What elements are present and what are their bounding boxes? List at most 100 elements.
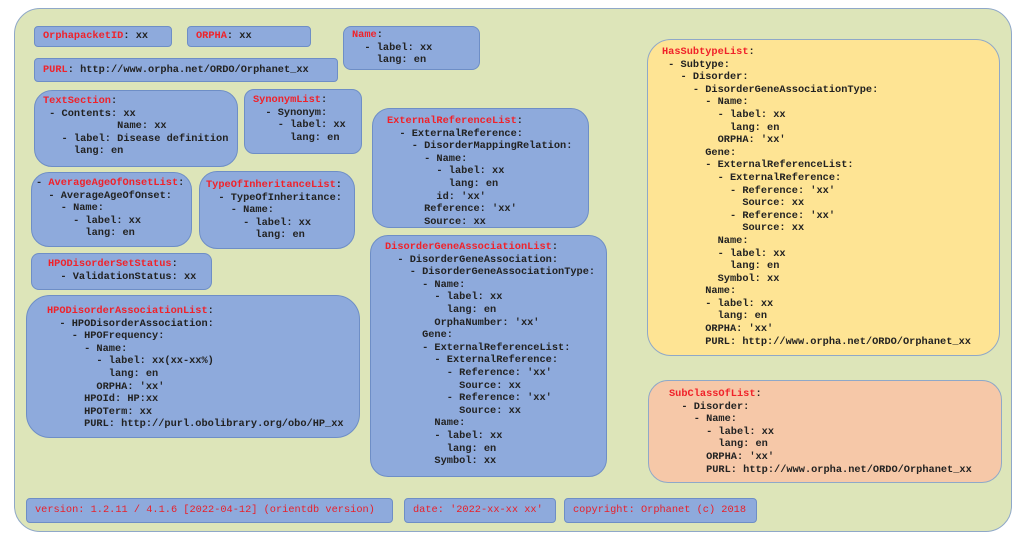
box-field-line: - label: xx [253, 119, 346, 132]
box-field-line: - Reference: 'xx' [662, 209, 836, 222]
box-field-line: PURL: http://purl.obolibrary.org/obo/HP_… [47, 418, 344, 431]
copyright-box: copyright: Orphanet (c) 2018 [564, 498, 757, 523]
box-field-line: Source: xx [662, 222, 805, 235]
box-title-line: HPODisorderSetStatus: [48, 258, 203, 271]
box-key-value: : [551, 241, 559, 253]
box-field-line: - label: xx [36, 214, 142, 227]
box-field-line: - Reference: 'xx' [385, 366, 552, 379]
box-field-line: - label: xx(xx-xx%) [47, 355, 214, 368]
box-field-line: Source: xx [662, 197, 805, 210]
box-field-line: lang: en [662, 260, 780, 273]
orpha-box: ORPHA: xx [187, 26, 311, 47]
average-age-of-onset-box: - AverageAgeOfOnsetList: - AverageAgeOfO… [31, 172, 192, 247]
box-title-line: ORPHA: xx [196, 30, 252, 43]
box-title-line: SubClassOfList: [669, 388, 993, 401]
box-field-line: Source: xx [385, 404, 521, 417]
box-field-line: lang: en [43, 145, 124, 158]
box-key: OrphapacketID [43, 30, 124, 43]
disorder-gene-association-box: DisorderGeneAssociationList: - DisorderG… [370, 235, 607, 477]
box-field-line: - ExternalReference: [385, 354, 559, 367]
box-field-line: - Contents: xx [43, 107, 136, 120]
box-field-line: Gene: [385, 329, 453, 342]
box-field-line: HPOTerm: xx [47, 405, 153, 418]
box-field-line: - label: xx [385, 291, 503, 304]
box-field-line: - Name: [385, 278, 466, 291]
box-title-line: Name: [352, 29, 471, 42]
box-title-line: HPODisorderAssociationList: [47, 305, 351, 318]
box-title-line: - AverageAgeOfOnsetList: [36, 177, 184, 190]
box-field-line: lang: en [669, 438, 768, 451]
box-title-line: TextSection: [43, 95, 229, 108]
box-field-line: - Synonym: [253, 106, 328, 119]
box-field-line: - label: xx [669, 425, 775, 438]
has-subtype-list-box: HasSubtypeList: - Subtype: - Disorder: -… [647, 39, 1000, 356]
box-field-line: - ExternalReference: [662, 171, 842, 184]
box-key-value: : [207, 305, 214, 317]
box-key-value: : xx [123, 30, 149, 43]
box-key: PURL [43, 63, 68, 76]
box-field-line: - label: xx [206, 216, 312, 229]
box-field-line: - HPOFrequency: [47, 330, 165, 343]
box-field-line: lang: en [662, 310, 768, 323]
box-field-line: OrphaNumber: 'xx' [385, 316, 540, 329]
box-field-line: Name: [662, 285, 737, 298]
box-field-line: - DisorderGeneAssociationType: [385, 266, 596, 279]
box-field-line: - label: xx [662, 247, 786, 260]
box-field-line: - Reference: 'xx' [662, 184, 836, 197]
synonym-list-box: SynonymList: - Synonym: - label: xx lang… [244, 89, 362, 154]
box-field-line: - label: xx [662, 108, 786, 121]
box-field-line: - ExternalReferenceList: [662, 159, 854, 172]
box-field-line: lang: en [352, 54, 427, 67]
box-field-line: - HPODisorderAssociation: [47, 317, 214, 330]
subclass-of-list-box: SubClassOfList: - Disorder: - Name: - la… [648, 380, 1002, 483]
box-key-value: : [376, 29, 383, 41]
box-title-line: PURL: http://www.orpha.net/ORDO/Orphanet… [43, 64, 309, 77]
box-key-value: : [755, 388, 762, 400]
box-key-value: : [320, 94, 328, 106]
box-field-line: Name: [385, 417, 466, 430]
box-field-line: id: 'xx' [387, 190, 486, 203]
box-field-line: PURL: http://www.orpha.net/ORDO/Orphanet… [669, 463, 972, 476]
name-box: Name: - label: xx lang: en [343, 26, 480, 70]
box-key: AverageAgeOfOnsetList [48, 177, 179, 189]
type-of-inheritance-box: TypeOfInheritanceList: - TypeOfInheritan… [199, 171, 355, 249]
box-field-line: - Name: [47, 342, 128, 355]
box-field-line: ORPHA: 'xx' [669, 450, 775, 463]
orphapacket-id-box: OrphapacketID: xx [34, 26, 172, 47]
box-title-line: DisorderGeneAssociationList: [385, 241, 598, 254]
box-field-line: lang: en [36, 227, 135, 240]
box-title-line: TypeOfInheritanceList: [206, 179, 346, 192]
external-reference-list-box: ExternalReferenceList: - ExternalReferen… [372, 108, 589, 228]
box-field-line: Source: xx [387, 215, 486, 228]
box-field-line: Source: xx [385, 379, 521, 392]
version-box: version: 1.2.11 / 4.1.6 [2022-04-12] (or… [26, 498, 393, 523]
box-field-line: Reference: 'xx' [387, 203, 517, 216]
box-field-line: - Disorder: [669, 400, 750, 413]
box-field-line: Name: [662, 234, 749, 247]
box-field-line: - Name: [36, 202, 104, 215]
box-key: SubClassOfList [669, 388, 756, 400]
box-field-line: - label: xx [385, 429, 503, 442]
box-field-line: lang: en [385, 303, 497, 316]
hpo-disorder-set-status-box: HPODisorderSetStatus: - ValidationStatus… [31, 253, 212, 290]
box-field-line: - ExternalReferenceList: [385, 341, 571, 354]
box-key: DisorderGeneAssociationList [385, 241, 552, 253]
box-key: ORPHA [196, 30, 227, 43]
box-key-value: : [110, 95, 118, 107]
box-field-line: ORPHA: 'xx' [662, 134, 786, 147]
box-key: SynonymList [253, 94, 321, 106]
box-field-line: Name: xx [43, 120, 167, 133]
box-field-line: PURL: http://www.orpha.net/ORDO/Orphanet… [662, 335, 971, 348]
box-field-line: lang: en [47, 367, 159, 380]
hpo-disorder-association-box: HPODisorderAssociationList: - HPODisorde… [26, 295, 360, 438]
box-key: TypeOfInheritanceList [206, 179, 336, 191]
box-field-line: - label: xx [352, 41, 433, 54]
box-field-line: - Name: [669, 413, 737, 426]
box-field-line: - DisorderGeneAssociation: [385, 253, 559, 266]
box-field-line: - AverageAgeOfOnset: [36, 189, 172, 202]
box-field-line: - Name: [387, 152, 468, 165]
text-section-box: TextSection: - Contents: xx Name: xx - l… [34, 90, 238, 167]
box-field-line: - Name: [206, 204, 274, 217]
box-field-line: ORPHA: 'xx' [662, 323, 774, 336]
box-field-line: - Name: [662, 96, 749, 109]
